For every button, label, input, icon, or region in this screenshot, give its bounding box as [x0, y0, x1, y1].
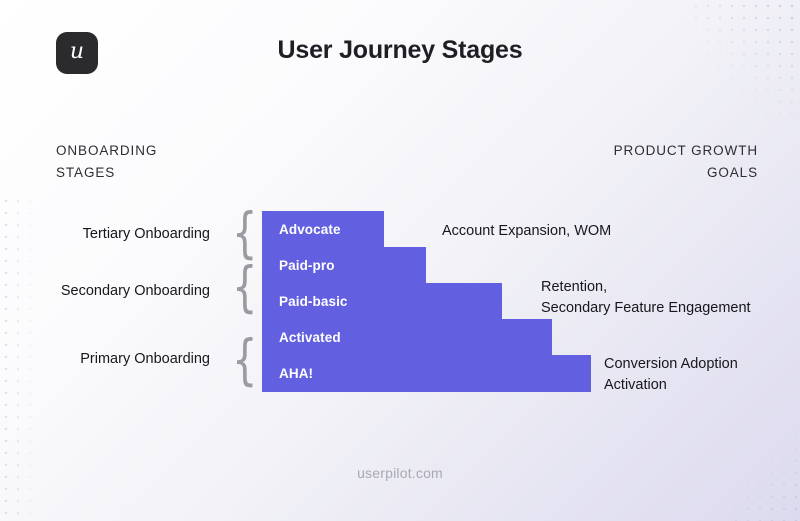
goal-account-expansion: Account Expansion, WOM	[442, 223, 612, 239]
bar-label-paid-pro: Paid-pro	[279, 258, 335, 273]
bar-label-paid-basic: Paid-basic	[279, 294, 348, 309]
footer-website: userpilot.com	[357, 465, 443, 481]
stage-label-secondary-onboarding: Secondary Onboarding	[60, 283, 210, 299]
column-heading-right-line2: GOALS	[706, 165, 758, 180]
bar-label-activated: Activated	[279, 330, 341, 345]
bar-label-advocate: Advocate	[279, 222, 341, 237]
bar-paid-pro: Paid-pro	[262, 247, 426, 284]
column-heading-left-line2: STAGES	[56, 165, 116, 180]
userpilot-logo: u	[56, 32, 98, 74]
page-title: User Journey Stages	[277, 36, 523, 64]
bar-label-aha: AHA!	[279, 366, 314, 381]
brace-secondary-icon: {	[232, 256, 258, 320]
column-heading-product-growth-goals: PRODUCT GROWTH GOALS	[614, 140, 758, 184]
stage-label-primary-onboarding: Primary Onboarding	[80, 351, 210, 367]
bar-paid-basic: Paid-basic	[262, 283, 502, 320]
bar-aha: AHA!	[262, 355, 591, 392]
column-heading-right-line1: PRODUCT GROWTH	[613, 143, 758, 158]
column-heading-left-line1: ONBOARDING	[56, 143, 158, 158]
goal-conversion-adoption: Conversion Adoption Activation	[604, 356, 738, 393]
bar-advocate: Advocate	[262, 211, 384, 248]
bar-activated: Activated	[262, 319, 552, 356]
goal-retention: Retention, Secondary Feature Engagement	[541, 279, 751, 316]
brace-tertiary-icon: {	[232, 202, 258, 266]
brace-primary-icon: {	[232, 329, 258, 393]
stage-label-tertiary-onboarding: Tertiary Onboarding	[82, 226, 210, 242]
column-heading-onboarding-stages: ONBOARDING STAGES	[56, 140, 157, 184]
logo-letter-u-icon: u	[69, 39, 85, 64]
